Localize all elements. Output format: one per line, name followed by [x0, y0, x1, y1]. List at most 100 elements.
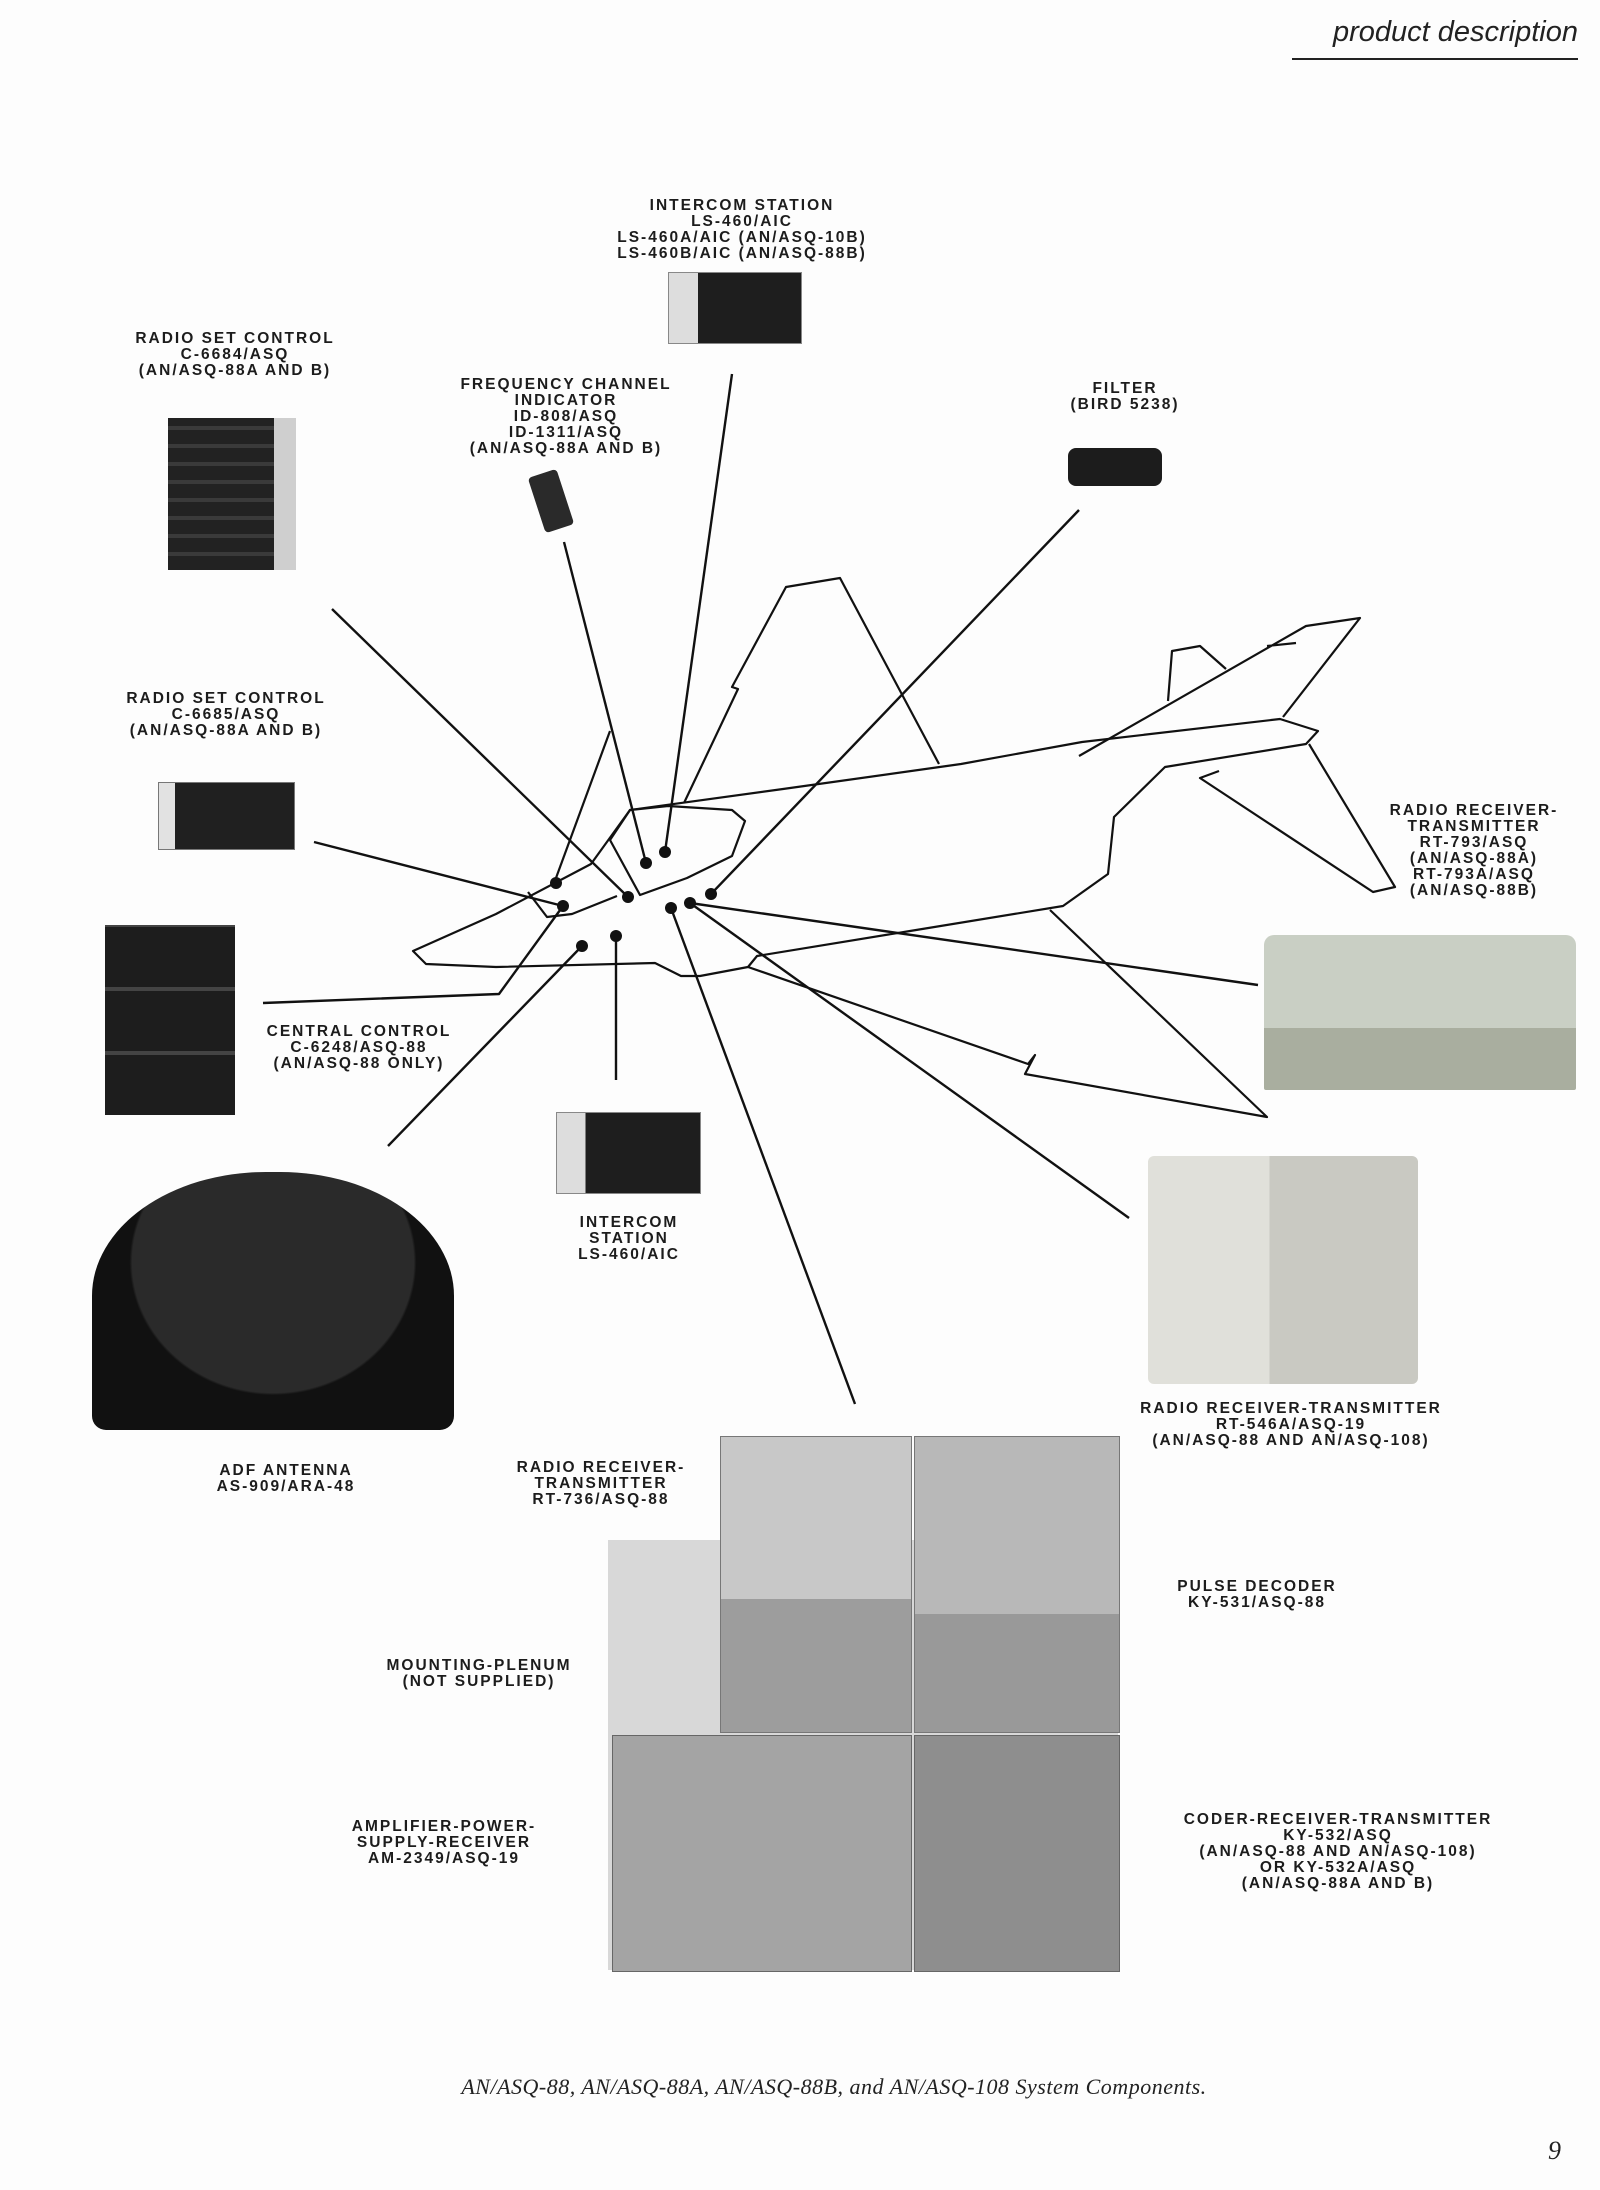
label-line: C-6248/ASQ-88 [290, 1039, 428, 1056]
location-dot [622, 891, 634, 903]
label-line: KY-531/ASQ-88 [1188, 1594, 1326, 1611]
label-amplifier-power-supply-receiver: AMPLIFIER-POWER- SUPPLY-RECEIVER AM-2349… [224, 1819, 664, 1867]
label-line: CODER-RECEIVER-TRANSMITTER [1183, 1811, 1493, 1828]
label-line: RADIO SET CONTROL [135, 330, 335, 347]
equipment-location-dots [550, 846, 717, 952]
aircraft-lower-stabilizer [1198, 743, 1397, 894]
label-intercom-station-top: INTERCOM STATION LS-460/AIC LS-460A/AIC … [522, 198, 962, 262]
label-line: INDICATOR [514, 392, 618, 409]
label-radio-receiver-transmitter-rt546a: RADIO RECEIVER-TRANSMITTER RT-546A/ASQ-1… [1071, 1401, 1511, 1449]
photo-pulse-decoder-unit [914, 1436, 1120, 1733]
photo-rt736-unit [720, 1436, 912, 1733]
label-filter: FILTER (BIRD 5238) [905, 381, 1345, 413]
label-line: (AN/ASQ-88A AND B) [129, 722, 323, 739]
location-dot [665, 902, 677, 914]
label-line: KY-532/ASQ [1283, 1827, 1393, 1844]
aircraft-canopy [608, 804, 747, 897]
aircraft-lower-wing [747, 909, 1269, 1119]
label-coder-receiver-transmitter: CODER-RECEIVER-TRANSMITTER KY-532/ASQ (A… [1118, 1812, 1558, 1892]
location-dot [610, 930, 622, 942]
label-line: RADIO RECEIVER- [1389, 802, 1559, 819]
label-line: RT-736/ASQ-88 [532, 1491, 670, 1508]
label-line: TRANSMITTER [1407, 818, 1541, 835]
label-line: RADIO SET CONTROL [126, 690, 326, 707]
aircraft-fuselage-outline [411, 717, 1320, 978]
label-line: RT-546A/ASQ-19 [1215, 1416, 1367, 1433]
label-line: (AN/ASQ-88 AND AN/ASQ-108) [1152, 1432, 1430, 1449]
label-line: (AN/ASQ-88 ONLY) [273, 1055, 445, 1072]
location-dot [640, 857, 652, 869]
label-line: C-6684/ASQ [180, 346, 290, 363]
label-frequency-channel-indicator: FREQUENCY CHANNEL INDICATOR ID-808/ASQ I… [346, 377, 786, 457]
label-line: OR KY-532A/ASQ [1259, 1859, 1417, 1876]
photo-intercom-station-top [668, 272, 802, 344]
label-line: AM-2349/ASQ-19 [367, 1850, 521, 1867]
leader-line-central-control [262, 905, 564, 1005]
label-line: CENTRAL CONTROL [266, 1023, 452, 1040]
label-radio-receiver-transmitter-rt793: RADIO RECEIVER- TRANSMITTER RT-793/ASQ (… [1254, 803, 1600, 899]
label-line: C-6685/ASQ [171, 706, 281, 723]
label-radio-set-control-c6685: RADIO SET CONTROL C-6685/ASQ (AN/ASQ-88A… [6, 691, 446, 739]
location-dot [659, 846, 671, 858]
label-central-control: CENTRAL CONTROL C-6248/ASQ-88 (AN/ASQ-88… [139, 1024, 579, 1072]
photo-intercom-station-bottom [556, 1112, 701, 1194]
label-line: (AN/ASQ-88A AND B) [469, 440, 663, 457]
location-dot [550, 877, 562, 889]
label-intercom-station-bottom: INTERCOM STATION LS-460/AIC [409, 1215, 849, 1263]
leader-line-rsc-6684 [331, 608, 629, 898]
aircraft-upper-wing [683, 576, 940, 804]
photo-radio-receiver-transmitter-rt793 [1264, 935, 1576, 1090]
photo-radio-receiver-transmitter-rt546a [1148, 1156, 1418, 1384]
label-pulse-decoder: PULSE DECODER KY-531/ASQ-88 [1037, 1579, 1477, 1611]
leader-lines [262, 373, 1259, 1405]
photo-radio-set-control-c6685 [158, 782, 295, 850]
label-line: LS-460A/AIC (AN/ASQ-10B) [617, 229, 867, 246]
label-line: STATION [589, 1230, 669, 1247]
photo-amplifier-unit [612, 1735, 912, 1972]
photo-central-control [105, 925, 235, 1115]
photo-radio-set-control-c6684 [168, 418, 296, 570]
label-line: (AN/ASQ-88B) [1409, 882, 1539, 899]
section-header: product description [1332, 16, 1578, 48]
label-line: RADIO RECEIVER- [516, 1459, 686, 1476]
label-line: FREQUENCY CHANNEL [460, 376, 672, 393]
leader-line-rt736 [669, 907, 857, 1405]
location-dot [576, 940, 588, 952]
aircraft-intake [527, 891, 618, 919]
photo-adf-antenna [92, 1172, 454, 1430]
location-dot [557, 900, 569, 912]
label-line: ID-808/ASQ [513, 408, 619, 425]
label-radio-set-control-c6684: RADIO SET CONTROL C-6684/ASQ (AN/ASQ-88A… [15, 331, 455, 379]
aircraft-vertical-fin [1166, 644, 1227, 702]
leader-line-intercom-top [663, 373, 734, 853]
label-line: RADIO RECEIVER-TRANSMITTER [1140, 1400, 1442, 1417]
label-line: LS-460B/AIC (AN/ASQ-88B) [617, 245, 867, 262]
label-radio-receiver-transmitter-rt736: RADIO RECEIVER- TRANSMITTER RT-736/ASQ-8… [381, 1460, 821, 1508]
location-dot [705, 888, 717, 900]
label-line: PULSE DECODER [1177, 1578, 1337, 1595]
label-line: AMPLIFIER-POWER- [351, 1818, 537, 1835]
label-line: LS-460/AIC [691, 213, 793, 230]
label-line: (AN/ASQ-88A) [1409, 850, 1539, 867]
label-line: INTERCOM [579, 1214, 679, 1231]
label-line: RT-793A/ASQ [1413, 866, 1535, 883]
label-line: (BIRD 5238) [1070, 396, 1180, 413]
photo-coder-unit [914, 1735, 1120, 1972]
label-line: (AN/ASQ-88A AND B) [1241, 1875, 1435, 1892]
leader-line-rsc-6685 [313, 840, 564, 908]
label-mounting-plenum: MOUNTING-PLENUM (NOT SUPPLIED) [259, 1658, 699, 1690]
aircraft-upper-stabilizer [1078, 616, 1362, 757]
label-line: FILTER [1092, 380, 1158, 397]
label-line: LS-460/AIC [578, 1246, 680, 1263]
label-line: AS-909/ARA-48 [216, 1478, 356, 1495]
leader-line-freq-indicator [562, 541, 648, 864]
label-line: SUPPLY-RECEIVER [356, 1834, 532, 1851]
page-number: 9 [1548, 2136, 1561, 2165]
leader-line-filter [710, 509, 1080, 895]
location-dot [684, 897, 696, 909]
label-line: (AN/ASQ-88A AND B) [138, 362, 332, 379]
figure-caption: AN/ASQ-88, AN/ASQ-88A, AN/ASQ-88B, and A… [461, 2074, 1207, 2099]
header-rule [1292, 58, 1578, 60]
